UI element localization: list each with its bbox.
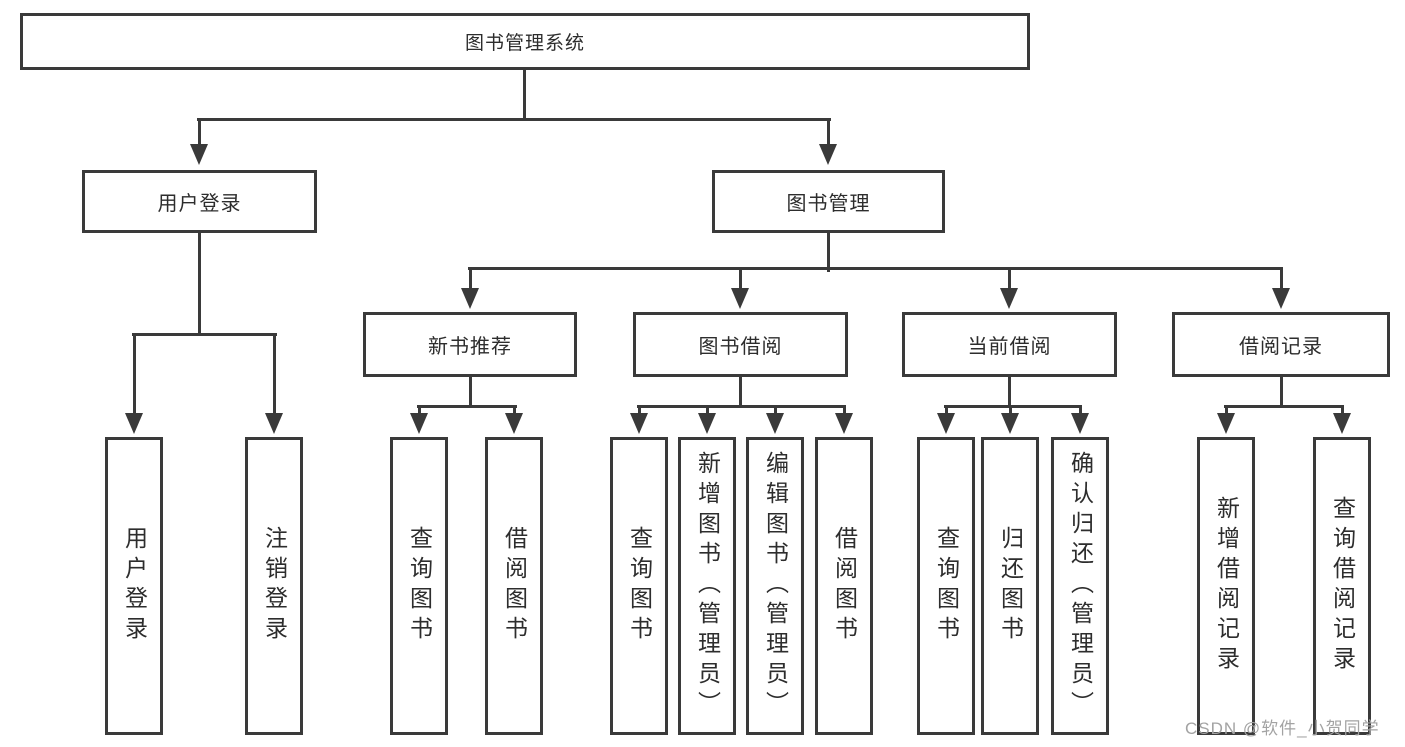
arrowhead-down-icon [698,413,716,434]
leaf-query-books-current: 查询图书 [917,437,975,735]
node-label: 用户登录 [157,193,242,215]
arrow-shaft [774,405,777,417]
arrow-shaft [827,118,830,148]
leaf-label: 归还图书 [997,526,1024,646]
arrow-shaft [273,333,276,417]
node-label: 图书管理系统 [464,33,585,54]
node-label: 新书推荐 [428,336,512,358]
arrow-shaft [469,267,472,292]
connector-vline [198,233,201,336]
arrow-shaft [706,405,709,417]
arrow-shaft [1079,405,1082,417]
leaf-label: 查询图书 [406,526,433,646]
arrowhead-down-icon [190,144,208,165]
arrow-shaft [1008,267,1011,292]
leaf-query-books-newbooks: 查询图书 [390,437,448,735]
arrowhead-down-icon [505,413,523,434]
node-book-borrowing: 图书借阅 [633,312,848,377]
arrowhead-down-icon [1071,413,1089,434]
leaf-borrow-books-newbooks: 借阅图书 [485,437,543,735]
connector-vline [1280,377,1283,408]
connector-vline [739,377,742,408]
arrow-shaft [198,118,201,148]
arrow-shaft [418,405,421,417]
connector-hline [417,405,517,408]
leaf-return-books: 归还图书 [981,437,1039,735]
arrowhead-down-icon [1333,413,1351,434]
arrowhead-down-icon [461,288,479,309]
arrowhead-down-icon [819,144,837,165]
leaf-label: 查询借阅记录 [1329,496,1356,676]
leaf-query-borrow-record: 查询借阅记录 [1313,437,1371,735]
leaf-query-books-borrow: 查询图书 [610,437,668,735]
node-new-book-recommendation: 新书推荐 [363,312,577,377]
node-label: 当前借阅 [967,336,1052,358]
arrow-shaft [843,405,846,417]
connector-hline [197,118,831,121]
leaf-label: 查询图书 [626,526,653,646]
arrowhead-down-icon [937,413,955,434]
arrow-shaft [1225,405,1228,417]
arrowhead-down-icon [1001,413,1019,434]
arrow-shaft [1009,405,1012,417]
arrowhead-down-icon [265,413,283,434]
connector-vline [1008,377,1011,408]
connector-hline [944,405,1082,408]
node-library-management-system: 图书管理系统 [20,13,1030,70]
connector-hline [468,267,1282,270]
leaf-label: 新增借阅记录 [1213,496,1240,676]
arrowhead-down-icon [125,413,143,434]
arrowhead-down-icon [835,413,853,434]
arrow-shaft [945,405,948,417]
leaf-label: 确认归还（管理员） [1067,451,1094,721]
connector-vline [827,233,830,272]
watermark: CSDN @软件_小贺同学 [1185,719,1380,738]
arrowhead-down-icon [766,413,784,434]
arrow-shaft [1341,405,1344,417]
connector-hline [1224,405,1344,408]
arrowhead-down-icon [630,413,648,434]
node-label: 借阅记录 [1239,336,1323,358]
arrow-shaft [739,267,742,292]
connector-vline [523,70,526,121]
leaf-edit-book-admin: 编辑图书（管理员） [746,437,804,735]
connector-hline [637,405,846,408]
arrowhead-down-icon [731,288,749,309]
node-user-login: 用户登录 [82,170,317,233]
leaf-borrow-books: 借阅图书 [815,437,873,735]
arrow-shaft [638,405,641,417]
node-label: 图书管理 [786,193,871,215]
leaf-logout: 注销登录 [245,437,303,735]
leaf-label: 注销登录 [261,526,288,646]
arrow-shaft [133,333,136,417]
node-current-borrowing: 当前借阅 [902,312,1117,377]
leaf-add-borrow-record: 新增借阅记录 [1197,437,1255,735]
node-book-management: 图书管理 [712,170,945,233]
leaf-add-book-admin: 新增图书（管理员） [678,437,736,735]
arrowhead-down-icon [1217,413,1235,434]
leaf-label: 用户登录 [121,526,148,646]
connector-hline [132,333,277,336]
arrowhead-down-icon [1000,288,1018,309]
connector-vline [469,377,472,408]
arrowhead-down-icon [410,413,428,434]
leaf-label: 查询图书 [933,526,960,646]
node-label: 图书借阅 [698,336,783,358]
leaf-label: 借阅图书 [831,526,858,646]
leaf-user-login: 用户登录 [105,437,163,735]
leaf-label: 借阅图书 [501,526,528,646]
node-borrowing-records: 借阅记录 [1172,312,1390,377]
arrowhead-down-icon [1272,288,1290,309]
arrow-shaft [513,405,516,417]
arrow-shaft [1280,267,1283,292]
leaf-confirm-return-admin: 确认归还（管理员） [1051,437,1109,735]
leaf-label: 新增图书（管理员） [694,451,721,721]
leaf-label: 编辑图书（管理员） [762,451,789,721]
